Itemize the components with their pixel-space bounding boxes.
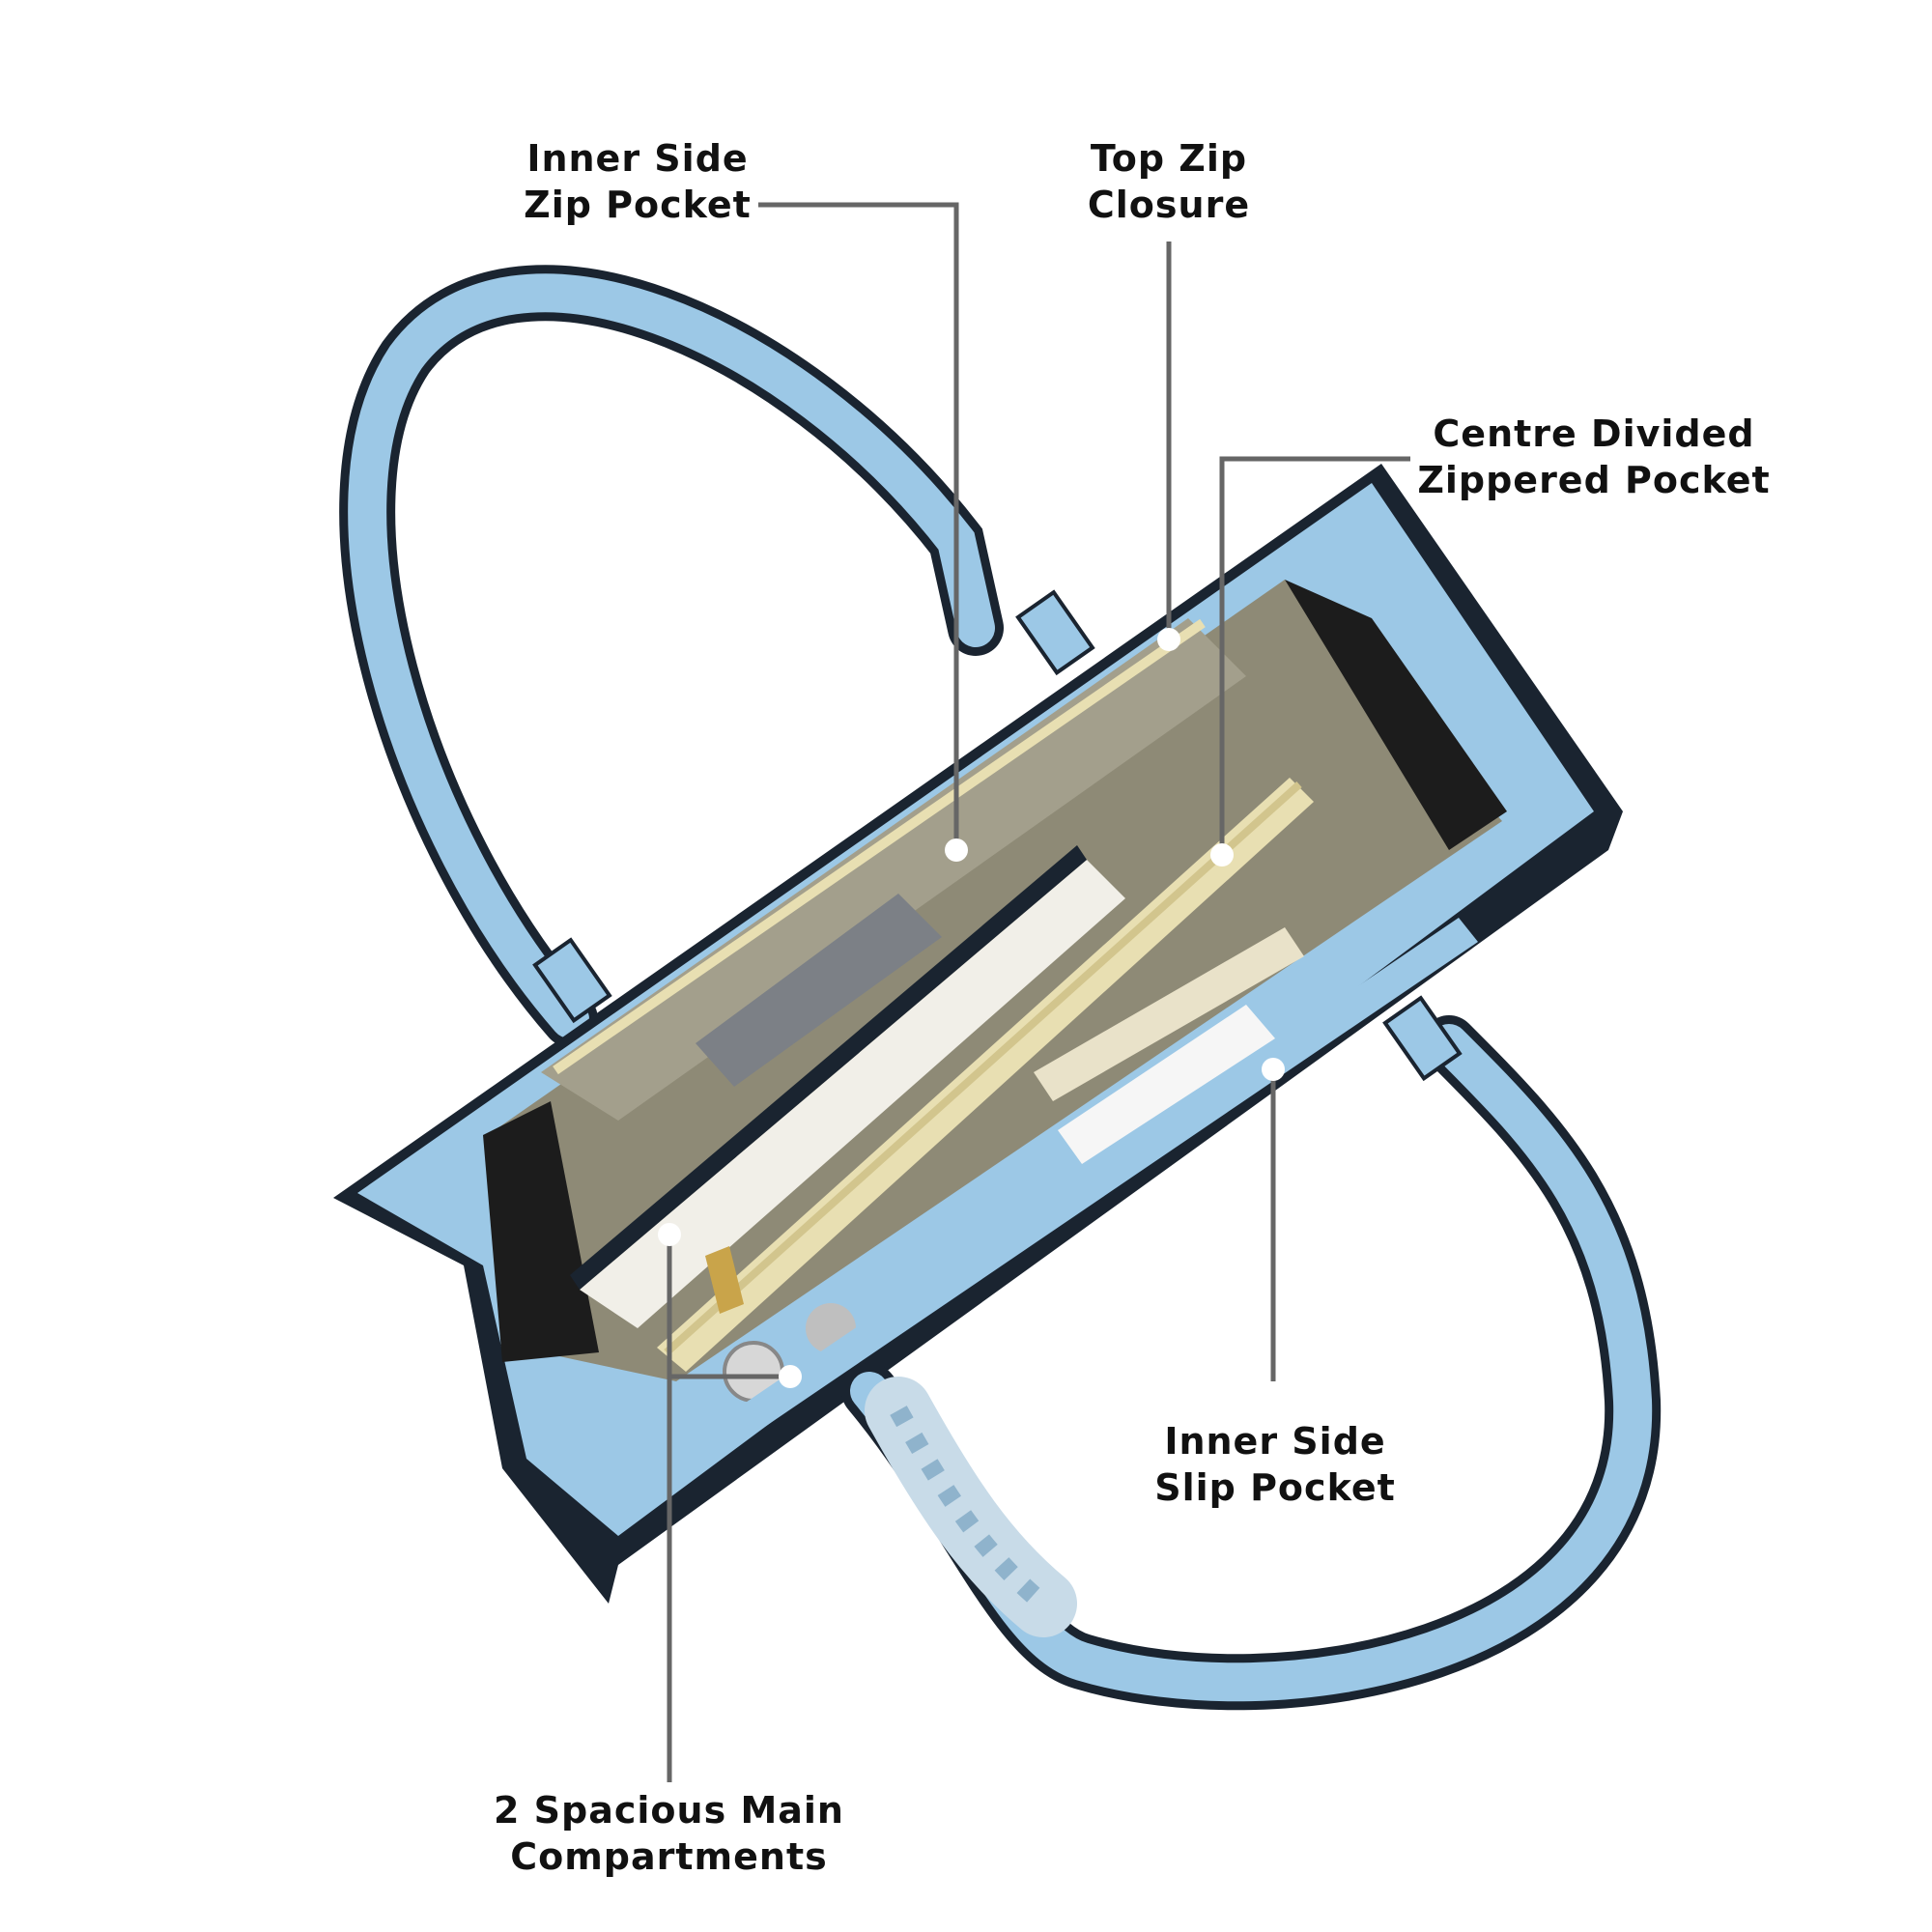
callout-line: Top Zip bbox=[1090, 137, 1248, 180]
book-cover bbox=[570, 845, 1087, 1290]
callout-line: Slip Pocket bbox=[1154, 1466, 1396, 1509]
bag-side-panel-right bbox=[1285, 580, 1507, 850]
back-handle-face bbox=[348, 273, 995, 1038]
bag-side-panel-left bbox=[483, 1101, 599, 1362]
callout-line: 2 Spacious Main bbox=[494, 1789, 844, 1832]
inner-zip-pocket-zip bbox=[553, 618, 1206, 1075]
callout-inner-side-slip-pocket: Inner Side Slip Pocket bbox=[1140, 1418, 1410, 1511]
callout-line: Closure bbox=[1087, 184, 1251, 226]
callout-line: Inner Side bbox=[526, 137, 749, 180]
card-holder bbox=[1058, 1005, 1275, 1164]
callout-line: Zip Pocket bbox=[524, 184, 752, 226]
notebook bbox=[1034, 927, 1304, 1101]
leader-inner-side-zip-pocket bbox=[758, 202, 959, 845]
leader-centre-divided-zippered-pocket bbox=[1219, 456, 1410, 850]
anchor-dot-inner-side-slip-pocket bbox=[1262, 1058, 1285, 1081]
phone bbox=[696, 894, 942, 1087]
anchor-dot-inner-side-zip-pocket bbox=[945, 838, 968, 862]
callout-inner-side-zip-pocket: Inner Side Zip Pocket bbox=[522, 135, 753, 228]
centre-divider bbox=[657, 778, 1314, 1372]
anchor-dot-main-compartment-2 bbox=[779, 1365, 802, 1388]
handle-tab bbox=[532, 937, 612, 1024]
centre-divider-zip bbox=[664, 781, 1302, 1355]
anchor-dot-top-zip-closure bbox=[1157, 628, 1180, 651]
zip-puller bbox=[705, 1246, 744, 1314]
callout-line: Inner Side bbox=[1164, 1420, 1386, 1463]
anchor-dot-main-compartment-1 bbox=[658, 1223, 681, 1246]
handle-tab bbox=[1382, 995, 1463, 1082]
inner-zip-pocket-panel bbox=[541, 618, 1246, 1121]
callout-two-spacious-main-compartments: 2 Spacious Main Compartments bbox=[483, 1787, 855, 1880]
callout-centre-divided-zippered-pocket: Centre Divided Zippered Pocket bbox=[1410, 411, 1777, 503]
twilly-scarf-pattern bbox=[890, 1406, 1050, 1611]
callout-line: Zippered Pocket bbox=[1417, 459, 1771, 501]
inner-slip-pocket-band bbox=[734, 918, 1478, 1435]
callout-line: Centre Divided bbox=[1433, 412, 1755, 455]
callout-line: Compartments bbox=[510, 1835, 828, 1878]
handle-tab bbox=[1015, 589, 1095, 676]
callout-top-zip-closure: Top Zip Closure bbox=[1053, 135, 1285, 228]
anchor-dot-centre-divided-zippered-pocket bbox=[1210, 843, 1234, 867]
book bbox=[580, 860, 1125, 1328]
